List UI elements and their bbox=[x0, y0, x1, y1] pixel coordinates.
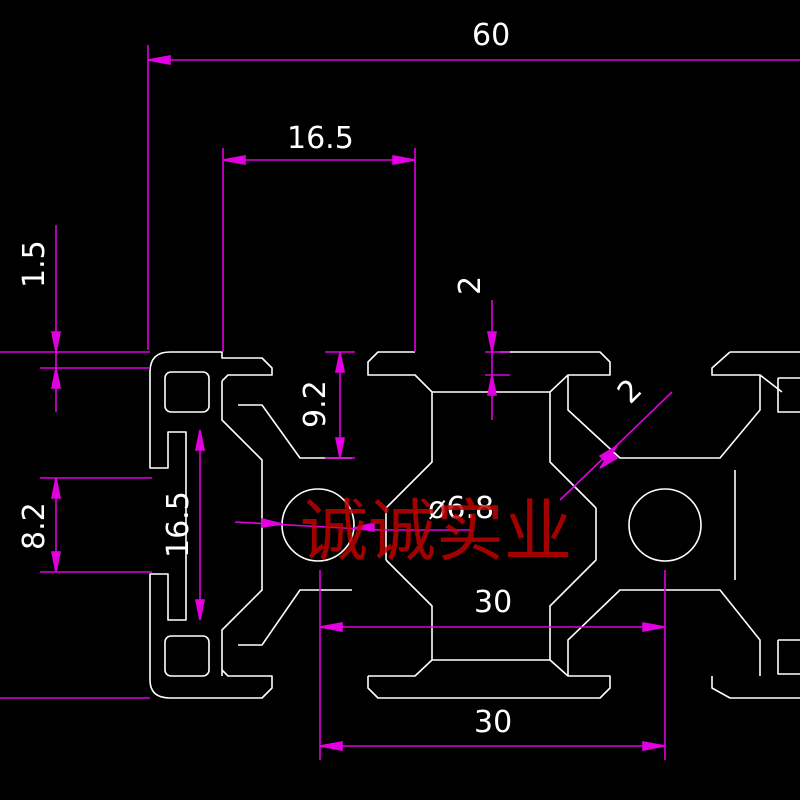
label-hole-diameter: ø6.8 bbox=[428, 491, 494, 526]
profile-bottom-center-lip bbox=[367, 659, 611, 699]
profile-right-wing-top bbox=[567, 375, 761, 459]
dimension-lines bbox=[0, 45, 800, 760]
label-slot-width-side: 16.5 bbox=[161, 491, 196, 558]
profile-bottom-right-lip bbox=[711, 676, 800, 699]
dimension-labels: 60 16.5 1.5 2 9.2 2 8.2 16.5 ø6.8 30 30 bbox=[17, 18, 649, 740]
corner-hole-bottom-left bbox=[164, 635, 210, 677]
profile-top-right-lip bbox=[711, 351, 800, 393]
label-wall-thickness-top: 2 bbox=[453, 276, 488, 295]
label-pitch-inner: 30 bbox=[474, 585, 512, 620]
label-overall-width: 60 bbox=[472, 18, 510, 53]
profile-right-holes bbox=[777, 377, 800, 675]
watermark-text: 诚诚实业 bbox=[300, 493, 572, 572]
core-hole-right bbox=[628, 488, 702, 562]
dim-60-arrow bbox=[147, 55, 171, 65]
profile-top-center-lip-right bbox=[500, 351, 611, 509]
label-slot-width-small: 8.2 bbox=[17, 502, 52, 550]
label-slot-depth: 9.2 bbox=[298, 380, 333, 428]
profile-inner-left-diag-top bbox=[238, 404, 352, 459]
label-pitch-bottom: 30 bbox=[474, 705, 512, 740]
label-slot-opening: 16.5 bbox=[287, 121, 354, 156]
profile-left-wall bbox=[149, 372, 222, 699]
corner-hole-top-left bbox=[164, 371, 210, 413]
profile-top-left-lip bbox=[149, 351, 273, 382]
aluminum-profile-outline bbox=[149, 351, 800, 699]
profile-inner-left-diag-bottom bbox=[238, 589, 352, 646]
profile-right-wing-bottom bbox=[567, 589, 761, 676]
profile-inner-left-top bbox=[221, 381, 263, 676]
profile-top-center-lip bbox=[367, 351, 433, 560]
profile-bottom-left-lip bbox=[221, 669, 273, 699]
label-chamfer-wall: 2 bbox=[611, 372, 649, 410]
label-lip-thickness: 1.5 bbox=[17, 240, 52, 288]
